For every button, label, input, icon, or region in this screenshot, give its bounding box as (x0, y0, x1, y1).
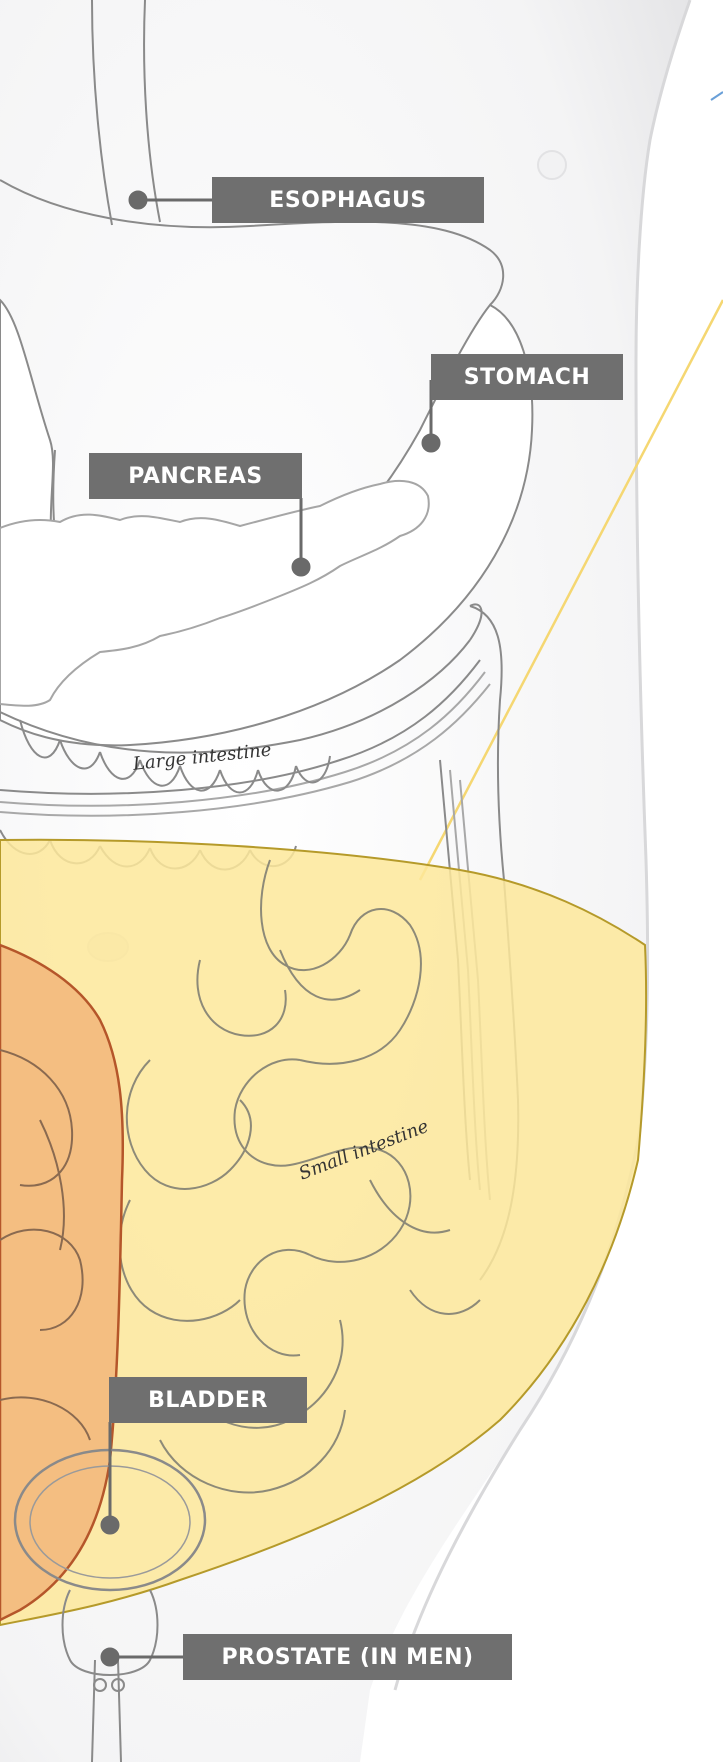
pancreas-label: PANCREAS (89, 453, 302, 499)
nipple (538, 151, 566, 179)
pancreas-dot (293, 559, 309, 575)
bladder-dot (102, 1517, 118, 1533)
prostate-label: PROSTATE (IN MEN) (183, 1634, 512, 1680)
esophagus-label: ESOPHAGUS (212, 177, 484, 223)
prostate-dot (102, 1649, 118, 1665)
esophagus-dot (130, 192, 146, 208)
blue-accent-line (711, 92, 723, 100)
bladder-label: BLADDER (109, 1377, 307, 1423)
stomach-dot (423, 435, 439, 451)
stomach-label: STOMACH (431, 354, 623, 400)
